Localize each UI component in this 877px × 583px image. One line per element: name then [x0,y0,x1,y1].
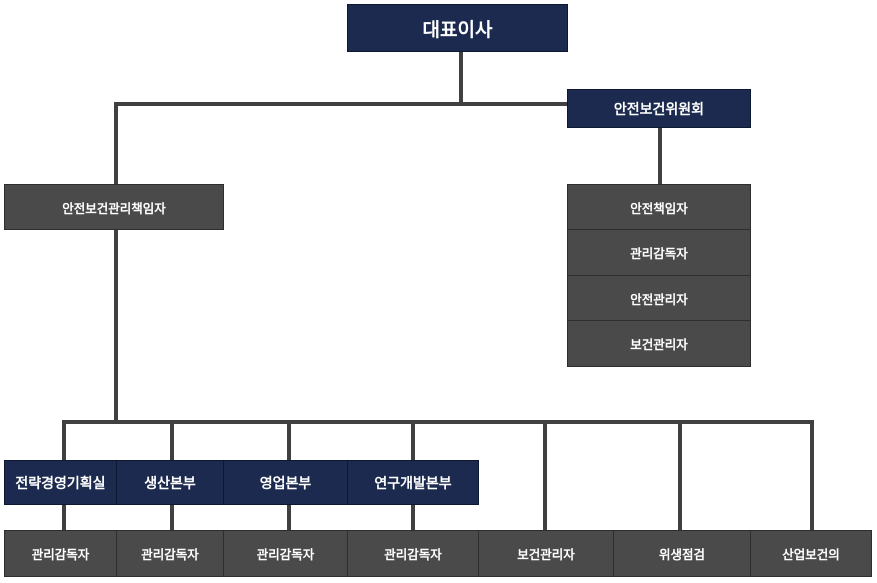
committee-member-2: 관리감독자 [567,229,751,276]
staff-box-4: 관리감독자 [347,530,479,577]
drop-division-3 [287,420,291,460]
committee-member-3: 안전관리자 [567,275,751,321]
committee-member-1: 안전책임자 [567,184,751,230]
safety-committee-box: 안전보건위원회 [567,89,751,128]
drop-staff-3 [287,505,291,530]
connector-officer-down [114,230,118,423]
extra-role-box-2: 위생점검 [613,530,751,577]
staff-box-2: 관리감독자 [116,530,224,577]
safety-officer-box: 안전보건관리책임자 [4,184,224,230]
extra-role-box-3: 산업보건의 [750,530,872,577]
ceo-box: 대표이사 [347,4,568,52]
drop-extra-1 [543,420,547,530]
drop-extra-3 [810,420,814,530]
connector-ceo-down [459,52,463,104]
connector-officer-up [114,102,118,184]
division-box-3: 영업본부 [223,460,348,505]
division-box-1: 전략경영기획실 [4,460,117,505]
drop-division-4 [411,420,415,460]
staff-box-3: 관리감독자 [223,530,348,577]
drop-staff-4 [411,505,415,530]
extra-role-box-1: 보건관리자 [478,530,614,577]
connector-bottom-horizontal [62,420,814,424]
drop-staff-1 [62,505,66,530]
drop-staff-2 [170,505,174,530]
division-box-2: 생산본부 [116,460,224,505]
drop-extra-2 [678,420,682,530]
staff-box-1: 관리감독자 [4,530,117,577]
drop-division-2 [170,420,174,460]
committee-member-4: 보건관리자 [567,320,751,367]
connector-top-horizontal [114,102,568,106]
connector-committee-down [658,128,662,184]
drop-division-1 [62,420,66,460]
division-box-4: 연구개발본부 [347,460,479,505]
